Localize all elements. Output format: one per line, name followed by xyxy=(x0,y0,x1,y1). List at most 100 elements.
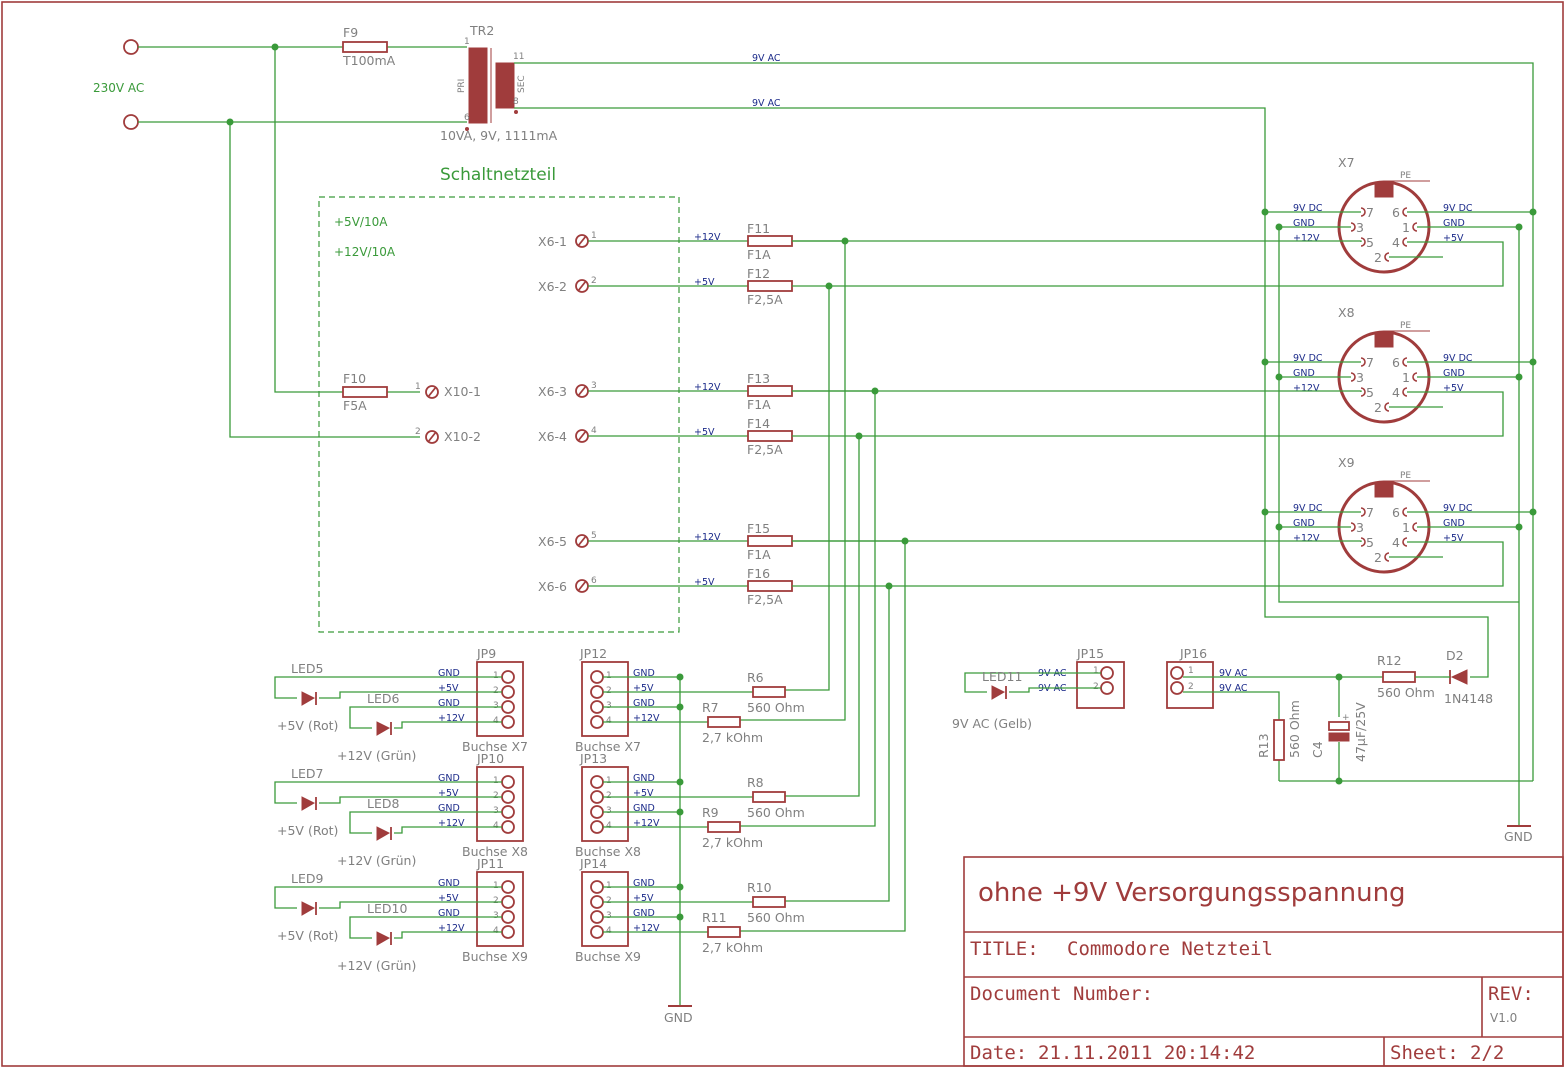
x6-1-net: +12V xyxy=(694,232,721,243)
doc-number-label: Document Number: xyxy=(970,983,1153,1005)
jp-left-1-name: JP9 xyxy=(476,646,496,661)
jp-r3-net4: +12V xyxy=(633,923,660,934)
x6-1-name: X6-1 xyxy=(538,234,567,249)
led-7-name: LED7 xyxy=(291,766,323,781)
jp-l1-net1: GND xyxy=(438,668,460,679)
jp-l3-pin4: 4 xyxy=(493,926,499,936)
jp-l3-net1: GND xyxy=(438,878,460,889)
fuse-f16-value: F2,5A xyxy=(747,592,783,607)
fuse-f13-value: F1A xyxy=(747,397,771,412)
jp-r2-net3: GND xyxy=(633,803,655,814)
r-8-name: R8 xyxy=(747,775,764,790)
rail-wires xyxy=(1278,226,1533,825)
din-1-pin-p1: 1 xyxy=(1402,220,1410,235)
r-6-name: R6 xyxy=(747,670,764,685)
jp-r1-pin2: 2 xyxy=(606,686,612,696)
x6-6-net: +5V xyxy=(694,577,715,588)
din-2-pin-p2: 2 xyxy=(1374,400,1382,415)
rev-value: V1.0 xyxy=(1490,1011,1517,1025)
fuse-f10: F10 F5A xyxy=(342,371,388,413)
x10-2-pin: 2 xyxy=(415,427,421,437)
d2-value: 1N4148 xyxy=(1444,691,1493,706)
jp-r3-pin1: 1 xyxy=(606,881,612,891)
din-2-net-l2: GND xyxy=(1293,368,1315,379)
jp15-pin1: 1 xyxy=(1093,666,1099,676)
din-3-net-l1: 9V DC xyxy=(1293,503,1323,514)
jp-r2-net2: +5V xyxy=(633,788,654,799)
r-8-value: 560 Ohm xyxy=(747,805,805,820)
psu-block: Schaltnetzteil +5V/10A +12V/10A xyxy=(318,165,680,633)
jp-l3-pin3: 3 xyxy=(493,911,499,921)
din-1-pin-p7: 7 xyxy=(1366,205,1374,220)
led-9-label: +5V (Rot) xyxy=(277,928,338,943)
tr-pin8: 8 xyxy=(513,97,519,107)
c4-name: C4 xyxy=(1310,741,1325,758)
r-6-value: 560 Ohm xyxy=(747,700,805,715)
din-3-pin-p4: 4 xyxy=(1392,535,1400,550)
din-2-pin-p3: 3 xyxy=(1356,370,1364,385)
tr-pin6: 6 xyxy=(464,113,470,123)
jp15-pin2: 2 xyxy=(1093,682,1099,692)
r12-name: R12 xyxy=(1377,653,1402,668)
fuse-f11-value: F1A xyxy=(747,247,771,262)
jp-r1-net2: +5V xyxy=(633,683,654,694)
din-3-pin-p1: 1 xyxy=(1402,520,1410,535)
jp-l1-pin3: 3 xyxy=(493,701,499,711)
din-1-net-r3: +5V xyxy=(1443,233,1464,244)
fuse-f9: F9 T100mA xyxy=(342,25,396,68)
jp-left-2-name: JP10 xyxy=(476,751,504,766)
din-2-pe: PE xyxy=(1400,321,1411,331)
jp-l3-net4: +12V xyxy=(438,923,465,934)
mains-wires xyxy=(138,46,467,438)
din-2-pin-p7: 7 xyxy=(1366,355,1374,370)
led11-name: LED11 xyxy=(982,669,1022,684)
title-label: TITLE: xyxy=(970,938,1039,960)
x6-2-name: X6-2 xyxy=(538,279,567,294)
din-1-pin-p2: 2 xyxy=(1374,250,1382,265)
jp-r2-pin4: 4 xyxy=(606,821,612,831)
jp16-net1: 9V AC xyxy=(1219,668,1248,679)
jp-right-2-name: JP13 xyxy=(579,751,607,766)
fuse-f10-name: F10 xyxy=(343,371,366,386)
tr-pin11: 11 xyxy=(513,52,524,62)
x6-2-pin: 2 xyxy=(591,276,597,286)
din-3-net-r1: 9V DC xyxy=(1443,503,1473,514)
din-1-net-l3: +12V xyxy=(1293,233,1320,244)
x6-3-name: X6-3 xyxy=(538,384,567,399)
gnd-bus: GND xyxy=(664,675,693,1025)
jp-r1-pin1: 1 xyxy=(606,671,612,681)
led-led5: LED5 +5V (Rot) xyxy=(274,661,502,733)
din-1-pin-p4: 4 xyxy=(1392,235,1400,250)
jp-right-3-caption: Buchse X9 xyxy=(575,949,641,964)
x6-6-pin: 6 xyxy=(591,576,597,586)
jp-r3-pin2: 2 xyxy=(606,896,612,906)
led-5-name: LED5 xyxy=(291,661,323,676)
jp-r2-pin3: 3 xyxy=(606,806,612,816)
x10-terminals: 1 2 X10-1 X10-2 xyxy=(415,382,481,444)
jp-l1-pin1: 1 xyxy=(493,671,499,681)
jp-r1-net3: GND xyxy=(633,698,655,709)
din-3-pin-p3: 3 xyxy=(1356,520,1364,535)
x10-1-name: X10-1 xyxy=(444,384,481,399)
x10-2-name: X10-2 xyxy=(444,429,481,444)
fuse-f12-value: F2,5A xyxy=(747,292,783,307)
r13-value: 560 Ohm xyxy=(1287,700,1302,758)
fuse-f15-name: F15 xyxy=(747,521,770,536)
x6-4-net: +5V xyxy=(694,427,715,438)
led-led10: LED10+12V (Grün) xyxy=(337,901,502,973)
din-3-net-l3: +12V xyxy=(1293,533,1320,544)
led-5-label: +5V (Rot) xyxy=(277,718,338,733)
resistor-r6: R6 560 Ohm xyxy=(747,670,805,715)
jp-r3-pin3: 3 xyxy=(606,911,612,921)
jp-right-1-caption: Buchse X7 xyxy=(575,739,641,754)
din-1-name: X7 xyxy=(1338,155,1355,170)
ac-indicator: JP15 1 2 9V AC 9V AC LED11 9V AC (Gelb) … xyxy=(952,646,1493,785)
fuse-f14-value: F2,5A xyxy=(747,442,783,457)
jp-l2-net2: +5V xyxy=(438,788,459,799)
